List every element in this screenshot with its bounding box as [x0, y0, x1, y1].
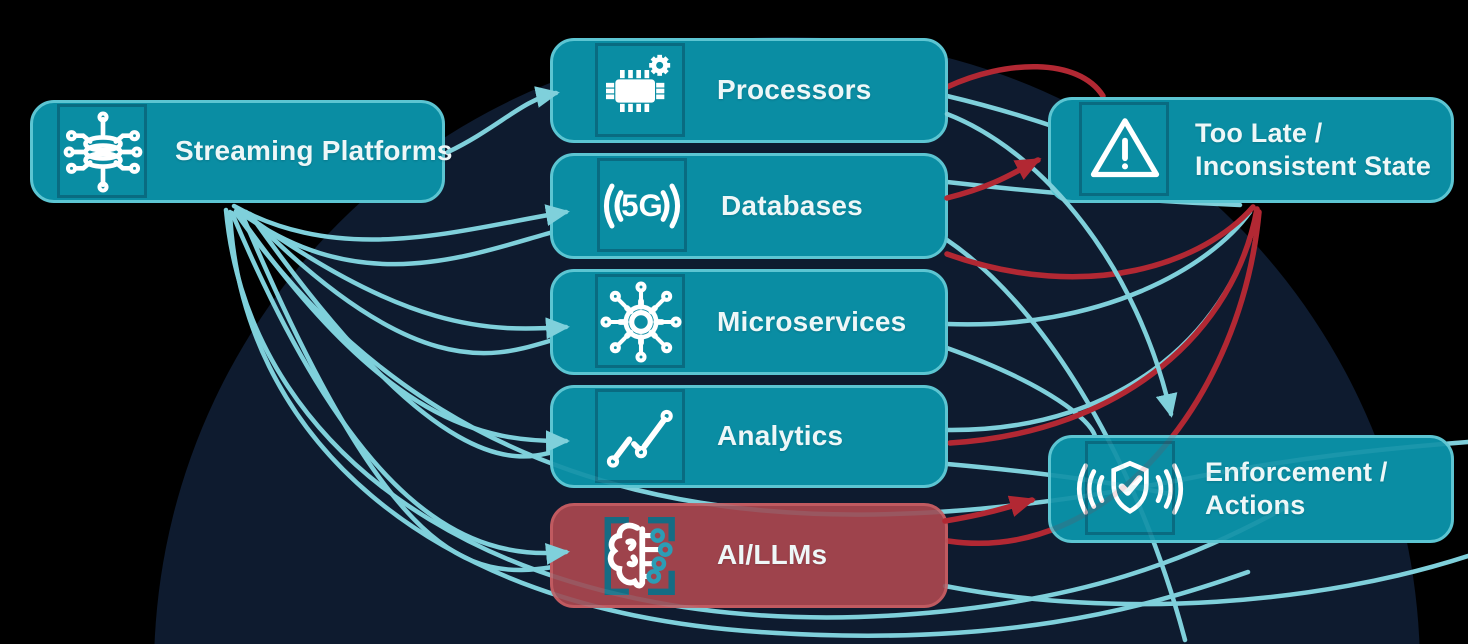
- node-label: Too Late / Inconsistent State: [1195, 118, 1432, 181]
- trend-chart-icon: [593, 388, 689, 483]
- node-too-late-inconsistent-state: Too Late / Inconsistent State: [1048, 97, 1454, 203]
- gear-network-icon: [593, 274, 689, 368]
- node-processors: Processors: [550, 38, 948, 143]
- node-microservices: Microservices: [550, 269, 948, 375]
- node-label: AI/LLMs: [717, 539, 828, 571]
- node-label: Enforcement / Actions: [1205, 457, 1388, 520]
- 5g-signal-icon: 5G: [577, 158, 707, 252]
- chip-gear-icon: [593, 42, 689, 137]
- node-label: Databases: [721, 189, 863, 221]
- node-databases: 5G Databases: [550, 153, 948, 259]
- brain-circuit-icon: [593, 512, 689, 600]
- streaming-hub-icon: [55, 103, 151, 198]
- shield-check-waves-icon: [1065, 441, 1195, 535]
- node-label: Microservices: [717, 305, 907, 337]
- svg-text:5G: 5G: [621, 188, 663, 223]
- node-analytics: Analytics: [550, 385, 948, 488]
- warning-triangle-icon: [1077, 102, 1173, 196]
- node-streaming-platforms: Streaming Platforms: [30, 100, 452, 203]
- node-ai-llms: AI/LLMs: [550, 503, 948, 608]
- node-label: Processors: [717, 74, 872, 106]
- node-enforcement-actions: Enforcement / Actions: [1048, 435, 1454, 543]
- node-label: Analytics: [717, 420, 844, 452]
- node-label: Streaming Platforms: [175, 135, 453, 167]
